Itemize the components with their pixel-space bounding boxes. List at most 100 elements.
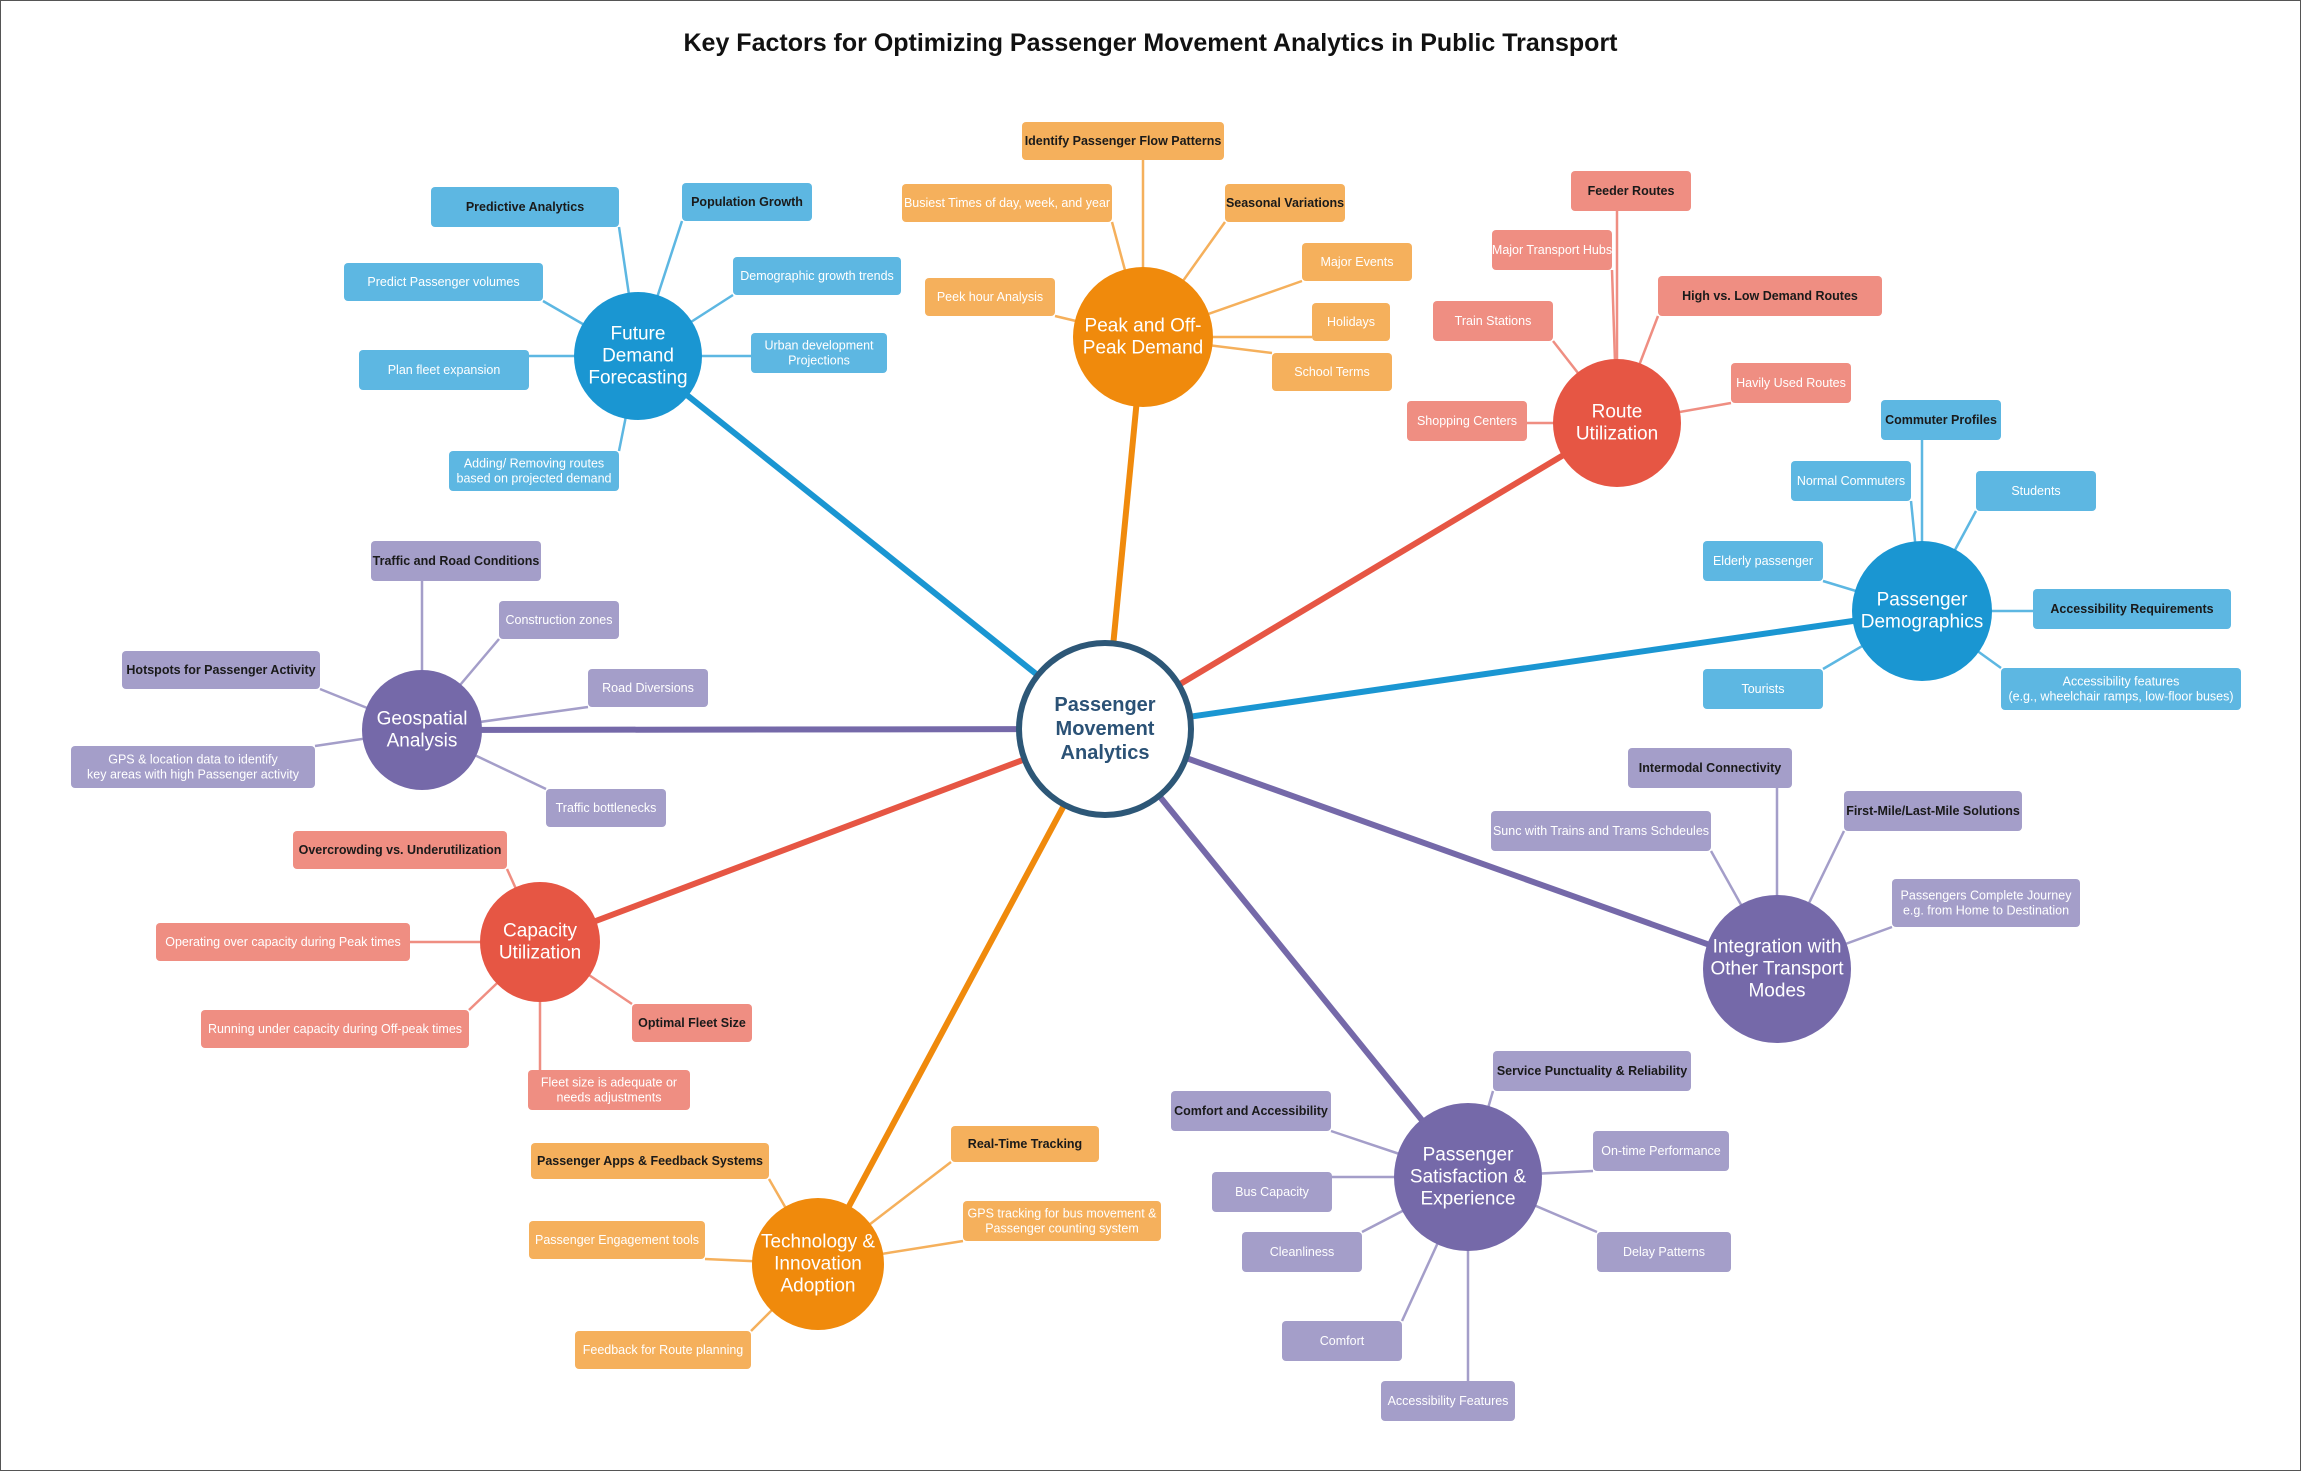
leaf-school-terms[interactable]: School Terms [1272, 353, 1392, 391]
leaf-comfort[interactable]: Comfort [1282, 1321, 1402, 1361]
leaf-shopping-centers[interactable]: Shopping Centers [1407, 401, 1527, 441]
leaf-major-transport-hubs[interactable]: Major Transport Hubs [1492, 230, 1612, 270]
leaf-demographic-growth-trends[interactable]: Demographic growth trends [733, 257, 901, 295]
leaf-sunc-with-trains-and-trams-schdeules[interactable]: Sunc with Trains and Trams Schdeules [1491, 811, 1711, 851]
leaf-on-time-performance[interactable]: On-time Performance [1593, 1131, 1729, 1171]
leaf-label: Plan fleet expansion [388, 363, 501, 377]
branch-label-line: Experience [1420, 1189, 1515, 1210]
leaf-accessibility-features-e-g-wheelchair-ramps-low-floor-buses[interactable]: Accessibility features(e.g., wheelchair … [2001, 668, 2241, 710]
leaf-major-events[interactable]: Major Events [1302, 243, 1412, 281]
leaf-label: On-time Performance [1601, 1144, 1721, 1158]
leaf-students[interactable]: Students [1976, 471, 2096, 511]
branch-peak-off-peak-demand[interactable]: Peak and Off-Peak Demand [1073, 267, 1213, 407]
branch-label-line: Passenger [1877, 590, 1969, 611]
branch-label-line: Utilization [499, 943, 581, 964]
leaf-operating-over-capacity-during-peak-times[interactable]: Operating over capacity during Peak time… [156, 923, 410, 961]
leaf-label-line: Overcrowding vs. Underutilization [299, 843, 502, 857]
leaf-feedback-for-route-planning[interactable]: Feedback for Route planning [575, 1331, 751, 1369]
leaf-identify-passenger-flow-patterns[interactable]: Identify Passenger Flow Patterns [1022, 122, 1224, 160]
leaf-tourists[interactable]: Tourists [1703, 669, 1823, 709]
leaf-peek-hour-analysis[interactable]: Peek hour Analysis [925, 278, 1055, 316]
leaf-plan-fleet-expansion[interactable]: Plan fleet expansion [359, 350, 529, 390]
leaf-commuter-profiles[interactable]: Commuter Profiles [1881, 400, 2001, 440]
leaf-label-line: Intermodal Connectivity [1639, 761, 1781, 775]
leaf-accessibility-requirements[interactable]: Accessibility Requirements [2033, 589, 2231, 629]
leaf-label-line: Hotspots for Passenger Activity [126, 663, 315, 677]
leaf-box [1976, 471, 2096, 511]
leaf-predict-passenger-volumes[interactable]: Predict Passenger volumes [344, 263, 543, 301]
leaf-gps-tracking-for-bus-movement-passenger-counting-system[interactable]: GPS tracking for bus movement &Passenger… [963, 1201, 1161, 1241]
leaf-overcrowding-vs-underutilization[interactable]: Overcrowding vs. Underutilization [293, 831, 507, 869]
leaf-traffic-and-road-conditions[interactable]: Traffic and Road Conditions [371, 541, 541, 581]
leaf-feeder-routes[interactable]: Feeder Routes [1571, 171, 1691, 211]
leaf-box [2001, 668, 2241, 710]
branch-label-line: Satisfaction & [1410, 1167, 1526, 1188]
leaf-comfort-and-accessibility[interactable]: Comfort and Accessibility [1171, 1091, 1331, 1131]
leaf-intermodal-connectivity[interactable]: Intermodal Connectivity [1628, 748, 1792, 788]
leaf-label-line: Sunc with Trains and Trams Schdeules [1493, 824, 1709, 838]
leaf-predictive-analytics[interactable]: Predictive Analytics [431, 187, 619, 227]
leaf-construction-zones[interactable]: Construction zones [499, 601, 619, 639]
leaf-hotspots-for-passenger-activity[interactable]: Hotspots for Passenger Activity [122, 651, 320, 689]
leaf-label-line: Peek hour Analysis [937, 290, 1043, 304]
leaf-optimal-fleet-size[interactable]: Optimal Fleet Size [632, 1004, 752, 1042]
integration-other-modes-connector [1103, 726, 1779, 972]
leaf-label-line: Projections [788, 354, 850, 368]
leaf-elderly-passenger[interactable]: Elderly passenger [1703, 541, 1823, 581]
leaf-label: First-Mile/Last-Mile Solutions [1846, 804, 2020, 818]
leaf-box [1433, 301, 1553, 341]
leaf-accessibility-features[interactable]: Accessibility Features [1381, 1381, 1515, 1421]
leaf-running-under-capacity-during-off-peak-times[interactable]: Running under capacity during Off-peak t… [201, 1010, 469, 1048]
leaf-label: High vs. Low Demand Routes [1682, 289, 1858, 303]
leaf-label-line: Seasonal Variations [1226, 196, 1344, 210]
leaf-high-vs-low-demand-routes[interactable]: High vs. Low Demand Routes [1658, 276, 1882, 316]
branch-label-line: Route [1592, 402, 1643, 423]
leaf-label: Population Growth [691, 195, 803, 209]
leaf-label: Holidays [1327, 315, 1375, 329]
leaf-holidays[interactable]: Holidays [1312, 303, 1390, 341]
capacity-utilization-connector [538, 726, 1107, 945]
leaf-population-growth[interactable]: Population Growth [682, 183, 812, 221]
leaf-service-punctuality-reliability[interactable]: Service Punctuality & Reliability [1493, 1051, 1691, 1091]
branch-circle [480, 882, 600, 1002]
leaf-cleanliness[interactable]: Cleanliness [1242, 1232, 1362, 1272]
leaf-busiest-times-of-day-week-and-year[interactable]: Busiest Times of day, week, and year [902, 184, 1112, 222]
leaf-road-diversions[interactable]: Road Diversions [588, 669, 708, 707]
leaf-label-line: On-time Performance [1601, 1144, 1721, 1158]
leaf-normal-commuters[interactable]: Normal Commuters [1791, 461, 1911, 501]
leaf-seasonal-variations[interactable]: Seasonal Variations [1225, 184, 1345, 222]
leaf-bus-capacity[interactable]: Bus Capacity [1212, 1172, 1332, 1212]
leaf-label-line: Accessibility Features [1388, 1394, 1509, 1408]
leaf-label: Seasonal Variations [1226, 196, 1344, 210]
leaf-first-mile-last-mile-solutions[interactable]: First-Mile/Last-Mile Solutions [1844, 791, 2022, 831]
leaf-label: Peek hour Analysis [937, 290, 1043, 304]
leaf-traffic-bottlenecks[interactable]: Traffic bottlenecks [546, 789, 666, 827]
leaf-label-line: based on projected demand [457, 472, 612, 486]
leaf-passenger-engagement-tools[interactable]: Passenger Engagement tools [529, 1221, 705, 1259]
leaf-havily-used-routes[interactable]: Havily Used Routes [1731, 363, 1851, 403]
leaf-label-line: Fleet size is adequate or [541, 1076, 677, 1090]
leaf-train-stations[interactable]: Train Stations [1433, 301, 1553, 341]
leaf-real-time-tracking[interactable]: Real-Time Tracking [951, 1126, 1099, 1162]
leaf-label: Traffic and Road Conditions [373, 554, 540, 568]
leaf-passenger-apps-feedback-systems[interactable]: Passenger Apps & Feedback Systems [531, 1143, 769, 1179]
leaf-box [588, 669, 708, 707]
leaf-delay-patterns[interactable]: Delay Patterns [1597, 1232, 1731, 1272]
leaf-box [531, 1143, 769, 1179]
branch-label-line: Other Transport [1710, 959, 1844, 980]
